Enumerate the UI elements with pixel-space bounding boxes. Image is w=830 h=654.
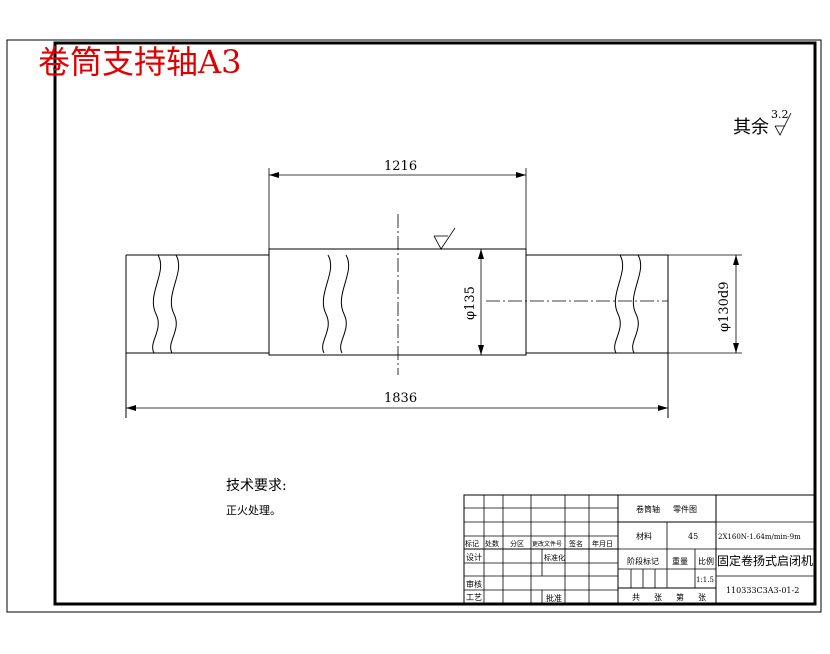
tb-weight-label: 重量 xyxy=(672,556,688,566)
shaft-drawing xyxy=(125,168,742,418)
roughness-value: 3.2 xyxy=(771,108,789,121)
tb-project-name: 固定卷扬式启闭机 xyxy=(717,553,813,568)
tb-spec: 2X160N-1.64m/min-9m xyxy=(718,533,801,541)
tb-rev-header-docno: 更改文件号 xyxy=(532,540,562,548)
dim-length-total: 1836 xyxy=(384,391,417,406)
tb-rev-header-mark: 标记 xyxy=(465,539,479,548)
tb-material-label: 材料 xyxy=(636,531,652,541)
tech-requirements-item: 正火处理。 xyxy=(226,504,281,517)
dim-dia-center: φ135 xyxy=(463,286,478,320)
tb-drawing-type: 零件图 xyxy=(673,504,697,514)
roughness-symbol-icon xyxy=(774,112,792,136)
dim-length-center: 1216 xyxy=(384,159,417,174)
surface-roughness-icon xyxy=(433,227,456,250)
tb-sheet-unit: 张 xyxy=(698,593,706,602)
tb-design-label: 设计 xyxy=(466,552,482,562)
tb-part-name: 卷筒轴 xyxy=(636,504,660,514)
tb-material-value: 45 xyxy=(688,532,698,541)
tb-rev-header-sign: 签名 xyxy=(569,539,583,548)
tb-standardize-label: 标准化 xyxy=(544,553,565,562)
overlay-title: 卷筒支持轴A3 xyxy=(38,43,241,81)
outer-border xyxy=(6,39,822,613)
tb-drawing-no: 110333C3A3-01-2 xyxy=(726,586,799,595)
tb-scale-value: 1:1.5 xyxy=(696,576,714,584)
tb-approve-label: 批准 xyxy=(546,593,562,603)
roughness-note: 其余 xyxy=(733,117,769,138)
tb-rev-header-date: 年月日 xyxy=(592,539,613,548)
tb-scale-label: 比例 xyxy=(698,556,714,566)
tb-review-label: 审核 xyxy=(466,579,482,589)
tb-process-label: 工艺 xyxy=(466,593,482,602)
title-block xyxy=(463,494,816,605)
tb-total-label: 共 xyxy=(632,593,640,602)
tb-sheet-label: 第 xyxy=(676,592,684,602)
tb-rev-header-zone: 分区 xyxy=(510,539,524,548)
dim-dia-journal: φ130d9 xyxy=(717,281,732,332)
tb-stage-label: 阶段标记 xyxy=(627,556,659,566)
inner-frame xyxy=(53,41,817,606)
tech-requirements-title: 技术要求: xyxy=(226,478,287,494)
tb-rev-header-count: 处数 xyxy=(485,539,499,548)
tb-sheets-label: 张 xyxy=(654,593,662,602)
